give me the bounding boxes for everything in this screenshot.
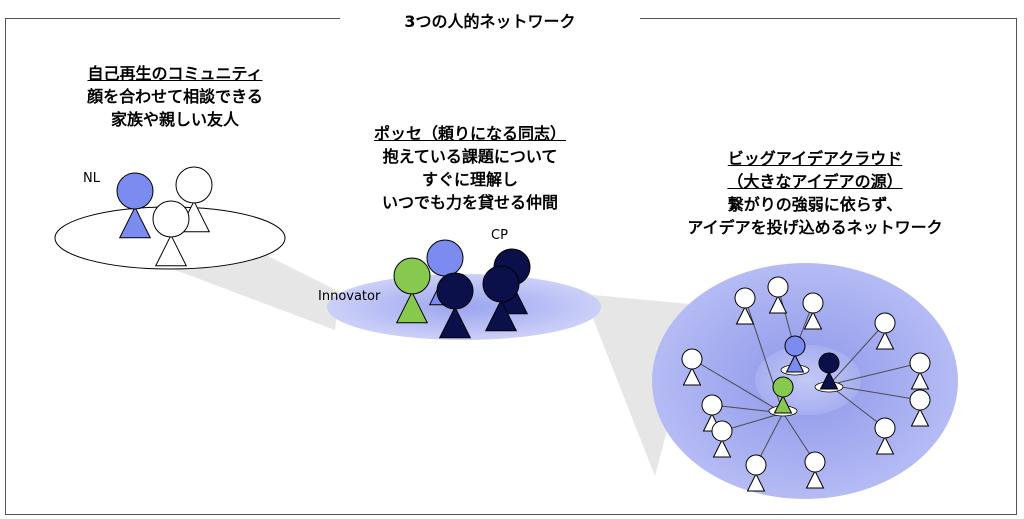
cloud-subheading: （大きなアイデアの源）	[727, 172, 903, 191]
community-text: 自己再生のコミュニティ 顔を合わせて相談できる 家族や親しい友人	[30, 62, 320, 131]
cloud-member	[734, 287, 756, 325]
cloud-member	[909, 352, 931, 390]
cloud-member	[745, 454, 767, 492]
innovator-person	[393, 257, 431, 324]
community-line-1: 顔を合わせて相談できる	[87, 87, 263, 106]
nl-person	[116, 172, 154, 239]
cloud-line-1: 繋がりの強弱に依らず、	[727, 195, 903, 214]
community-line-2: 家族や親しい友人	[110, 110, 239, 129]
posse-line-1: 抱えている課題について	[382, 147, 558, 166]
innovator-label: Innovator	[318, 289, 381, 304]
cloud-member	[767, 276, 789, 314]
innovator-person	[772, 376, 794, 414]
cloud-heading: ビッグアイデアクラウド	[727, 149, 903, 168]
cp-person	[818, 352, 840, 390]
posse-line-2: すぐに理解し	[421, 170, 518, 189]
posse-heading: ポッセ（頼りになる同志）	[373, 124, 566, 143]
cloud-core	[755, 345, 861, 415]
community-heading: 自己再生のコミュニティ	[87, 64, 263, 83]
cp-label: CP	[491, 228, 508, 243]
cloud-member	[681, 348, 703, 386]
nl-person	[784, 335, 806, 373]
cloud-member	[802, 292, 824, 330]
cloud-text: ビッグアイデアクラウド （大きなアイデアの源） 繋がりの強弱に依らず、 アイデア…	[640, 147, 990, 239]
cloud-member	[711, 420, 733, 458]
cp-person	[436, 272, 474, 339]
beam-2	[520, 288, 700, 476]
diagram-title: 3つの人的ネットワーク	[340, 8, 640, 32]
cloud-member	[874, 312, 896, 350]
cloud-member	[804, 451, 826, 489]
cloud-member	[874, 417, 896, 455]
cloud-member	[909, 389, 931, 427]
posse-line-3: いつでも力を貸せる仲間	[381, 193, 558, 212]
cp-person	[482, 265, 520, 332]
cloud-line-2: アイデアを投げ込めるネットワーク	[687, 218, 943, 237]
posse-text: ポッセ（頼りになる同志） 抱えている課題について すぐに理解し いつでも力を貸せ…	[320, 122, 620, 214]
nl-label: NL	[83, 171, 100, 186]
friend-person	[152, 200, 190, 267]
